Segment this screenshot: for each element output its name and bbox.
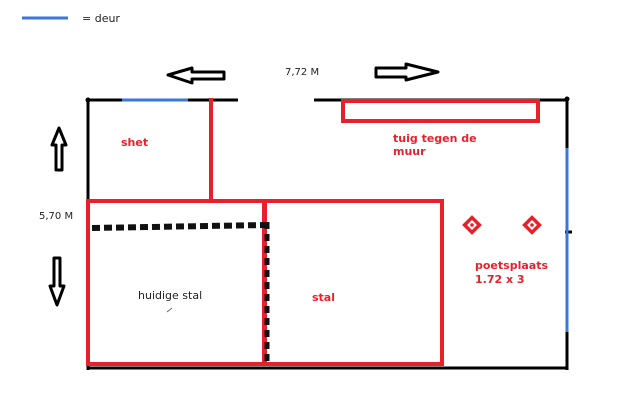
height-dimension: 5,70 M	[39, 211, 74, 222]
stray-mark	[166, 307, 173, 313]
room-label-grooming: poetsplaats	[475, 259, 548, 272]
width-dimension: 7,72 M	[285, 67, 320, 78]
stall-box	[263, 199, 444, 366]
legend-label: = deur	[82, 12, 120, 25]
hatch-line-horizontal	[91, 222, 267, 231]
tack-wall-box	[341, 99, 540, 123]
marker-diamond-1	[462, 215, 482, 235]
arrow-left-icon	[166, 66, 226, 85]
arrow-down-icon	[48, 256, 66, 307]
room-label-grooming-size: 1.72 x 3	[475, 273, 525, 286]
arrow-up-icon	[50, 126, 68, 172]
room-label-tack: tuig tegen de muur	[393, 132, 477, 159]
room-label-stall: stal	[312, 291, 335, 304]
marker-diamond-2	[522, 215, 542, 235]
room-label-current-stall: huidige stal	[138, 289, 203, 302]
outer-walls	[86, 98, 572, 370]
arrow-right-icon	[374, 62, 440, 82]
room-label-shed: shet	[121, 136, 149, 149]
